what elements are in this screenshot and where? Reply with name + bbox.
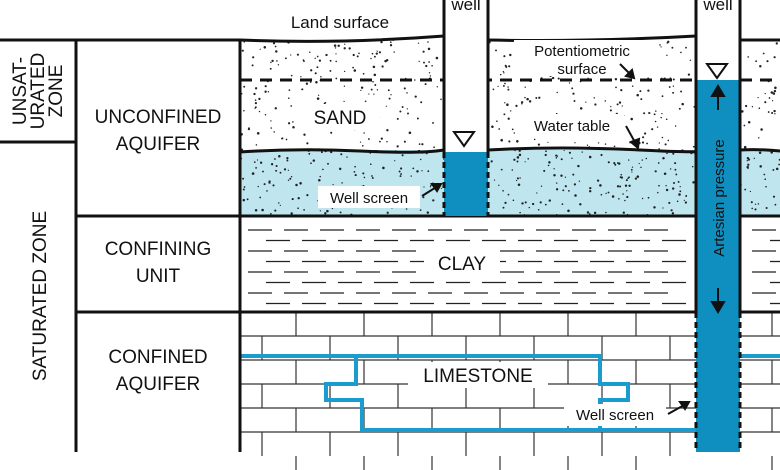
unsaturated-zone-label-2: URATED: [28, 53, 49, 130]
well-screen-lower-label: Well screen: [576, 407, 654, 424]
pointer-arrow-icon: [667, 401, 691, 415]
land-surface-label: Land surface: [291, 13, 389, 32]
well-label-left: well: [450, 0, 480, 14]
clay-texture: [248, 229, 780, 305]
arrow-down-icon: [710, 288, 726, 314]
pointer-arrow-icon: [421, 183, 443, 197]
water-table-label-bg: [520, 114, 624, 136]
well-screen-upper-bg: [318, 186, 420, 208]
confined-aquifer-label-2: AQUIFER: [116, 374, 200, 395]
well-screen-upper-label: Well screen: [330, 190, 408, 207]
clay-label: CLAY: [438, 254, 487, 275]
sand-label-bg: [300, 104, 380, 130]
limestone-label: LIMESTONE: [423, 366, 532, 387]
pointer-arrow-icon: [619, 63, 636, 80]
sand-label: SAND: [314, 108, 367, 129]
zone-column-grid: [0, 38, 780, 452]
water-table-well: [442, 0, 490, 216]
water-level-triangle-icon: [705, 63, 729, 80]
arrow-up-icon: [710, 84, 726, 110]
unconfined-aquifer-label-2: AQUIFER: [116, 134, 200, 155]
land-surface-line: [239, 34, 780, 43]
unconfined-aquifer-label-1: UNCONFINED: [95, 107, 222, 128]
pointer-arrow-icon: [625, 125, 641, 150]
confined-aquifer-label-1: CONFINED: [108, 347, 207, 368]
unsaturated-zone-label-3: ZONE: [46, 65, 67, 118]
potentiometric-surface-label-1: Potentiometric: [534, 43, 630, 60]
well-label-right: well: [702, 0, 732, 14]
clay-label-bg: [424, 250, 500, 276]
unsaturated-zone-label-1: UNSAT-: [10, 57, 31, 125]
potentiometric-surface-label-2: surface: [557, 61, 606, 78]
artesian-well: [694, 0, 742, 455]
limestone-label-bg: [408, 362, 548, 388]
artesian-pressure-label: Artesian pressure: [711, 139, 728, 257]
water-level-triangle-icon: [452, 131, 476, 148]
saturated-zone-label: SATURATED ZONE: [30, 211, 51, 381]
well-screen-lower-bg: [564, 404, 666, 426]
confining-unit-label-1: CONFINING: [105, 239, 212, 260]
confining-unit-label-2: UNIT: [136, 266, 181, 287]
water-table-label: Water table: [534, 118, 610, 135]
